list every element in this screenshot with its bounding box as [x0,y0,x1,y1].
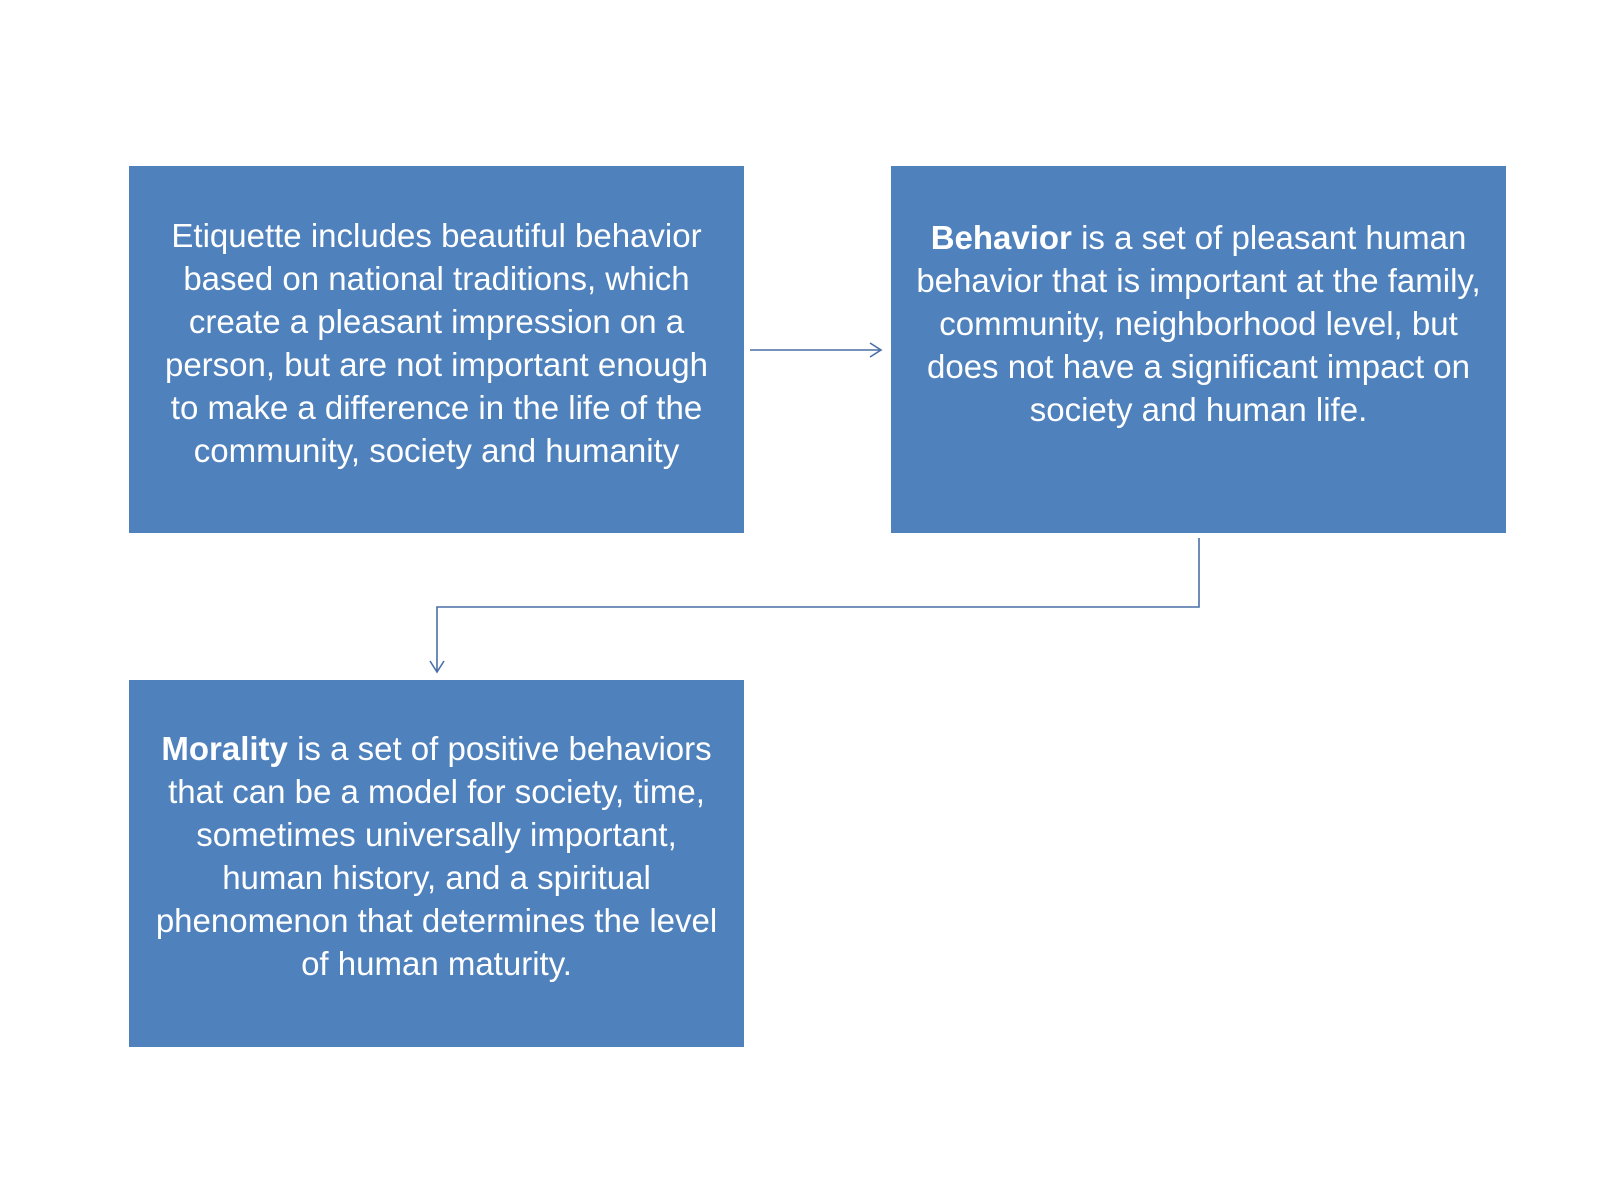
morality-box: Morality is a set of positive behaviors … [129,680,744,1047]
etiquette-description: Etiquette includes beautiful behavior ba… [164,216,709,469]
morality-term: Morality [161,729,288,767]
arrowhead-right-icon [869,342,883,358]
etiquette-text: Etiquette includes beautiful behavior ba… [151,214,722,472]
arrowhead-down-icon [429,660,445,674]
behavior-description: is a set of pleasant human behavior that… [916,219,1481,428]
morality-description: is a set of positive behaviors that can … [155,729,718,982]
edge-behavior-to-morality [436,538,1200,672]
etiquette-box: Etiquette includes beautiful behavior ba… [129,166,744,533]
behavior-term: Behavior [930,219,1072,256]
behavior-text: Behavior is a set of pleasant human beha… [913,216,1484,431]
morality-text: Morality is a set of positive behaviors … [151,727,722,985]
behavior-box: Behavior is a set of pleasant human beha… [891,166,1506,533]
